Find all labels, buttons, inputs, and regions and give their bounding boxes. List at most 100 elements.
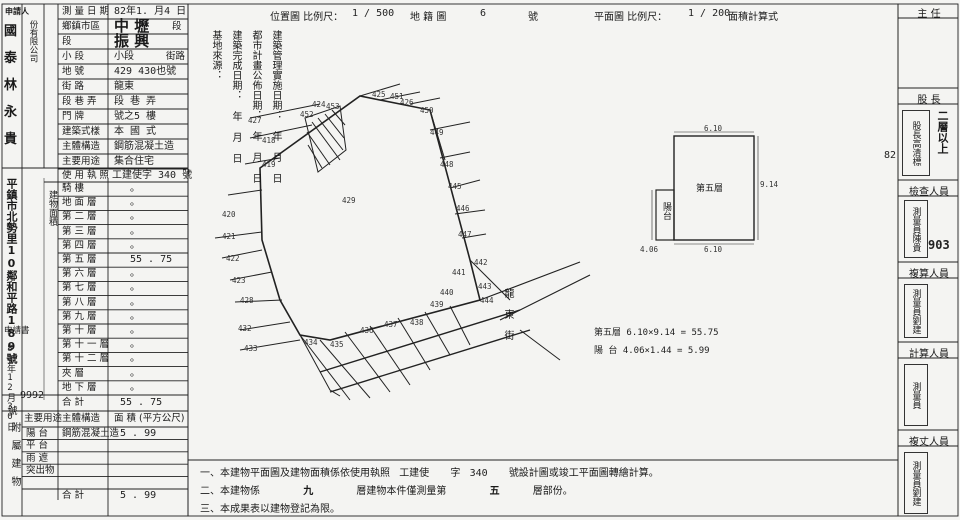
calc-line-balcony: 陽 台 4.06×1.44 = 5.99 [594, 346, 710, 356]
floor-area: 。 [130, 225, 140, 237]
neighbor-lot-label: 438 [410, 318, 424, 327]
neighbor-lot-label: 439 [430, 300, 444, 309]
neighbor-lot-label: 426 [400, 98, 414, 107]
neighbor-lot-label: 420 [222, 210, 236, 219]
floor-area: 。 [130, 325, 140, 336]
neighbor-lot-label: 437 [384, 320, 398, 329]
survey-date-label: 測 量 日 期 [62, 6, 110, 17]
neighbor-lot-label: 423 [232, 276, 246, 285]
neighbor-lot-label: 445 [448, 182, 462, 191]
application-label: 申請書 [4, 326, 30, 336]
annex-use: 突出物 [26, 465, 55, 477]
owner-name-char: 泰 [4, 51, 18, 66]
plan-dim-right: 9.14 [760, 180, 779, 189]
floor-area: 。 [130, 239, 140, 251]
neighbor-lot-label: 449 [430, 128, 444, 137]
street-suffix: 街路 [166, 51, 186, 62]
company-text: 份有限公司 [28, 20, 38, 63]
floor-name: 地 面 層 [62, 197, 97, 209]
floor-area: 55 . 75 [130, 254, 173, 265]
neighbor-lot-label: 434 [304, 338, 318, 347]
neighbor-lot-label: 424 [312, 100, 326, 109]
neighbor-lot-label: 444 [480, 296, 494, 305]
annex-total-value: 5 . 99 [120, 490, 157, 501]
district-value: 中 壢 [114, 17, 150, 35]
neighbor-lot-label: 421 [222, 232, 236, 241]
note-line-2: 二、本建物係 九 層建物本件僅測量第 五 層部份。 [200, 486, 573, 497]
floor-name: 第 十 二 層 [62, 353, 110, 365]
floor-area: 。 [130, 282, 140, 294]
code-903: 903 [928, 238, 950, 252]
calculator-label: 計算人員 [909, 349, 949, 360]
annex-use: 雨 遮 [26, 452, 49, 464]
owner-name-char: 國 [4, 24, 18, 39]
surveyor-stamp: 測量員劉建 [904, 452, 928, 514]
neighbor-lot-label: 428 [240, 296, 254, 305]
survey-date-value: 82年1. 月4 日 [114, 6, 187, 17]
map-sheet-number: 6 [480, 8, 487, 19]
neighbor-lot-label: 446 [456, 204, 470, 213]
neighbor-lot-label: 435 [330, 340, 344, 349]
area-calc-label: 面積計算式 [728, 12, 778, 23]
floor-name: 第 三 層 [62, 225, 97, 237]
code-82: 82 [884, 150, 897, 161]
section-chief-label: 股 長 [917, 95, 941, 106]
owner-address: 平鎮市北勢里10鄰和平路189號 [5, 178, 18, 364]
annex-area: 5 . 99 [120, 428, 157, 439]
door-number-label: 門 牌 [62, 111, 85, 122]
building-style-label: 建築式樣 [62, 126, 101, 137]
main-lot-label: 429 [342, 196, 356, 205]
floor-area: 。 [130, 339, 140, 351]
application-number: 9992 [20, 390, 45, 401]
floor-area: 。 [130, 353, 140, 365]
neighbor-lot-label: 440 [440, 288, 454, 297]
owner-name: 國泰林永貴 [4, 20, 20, 155]
floor-name: 地 下 層 [62, 381, 97, 393]
plan-scale-value: 1 / 200 [688, 8, 731, 19]
floor-name: 第 八 層 [62, 296, 97, 308]
annex-side-label: 附屬建物 [9, 422, 20, 494]
street-label: 街 路 [62, 81, 85, 92]
location-scale-label: 位置圖 比例尺： [270, 12, 344, 23]
owner-name-char: 永 [4, 105, 18, 120]
section-chief-stamp: 股長高清標 [902, 110, 930, 176]
door-number-value: 號之5 樓 [114, 111, 157, 122]
location-scale-value: 1 / 500 [352, 8, 395, 19]
plan-dim-bottom: 6.10 [704, 245, 723, 254]
district-label: 鄉鎮市區 [62, 21, 101, 32]
handwritten-note: 二層以上 [936, 110, 949, 154]
plan-dim-top: 6.10 [704, 124, 723, 133]
calc-line-floor: 第五層 6.10×9.14 = 55.75 [594, 328, 719, 338]
plan-balcony-label: 陽台 [661, 202, 671, 220]
floor-area: 。 [130, 268, 140, 280]
permit-label: 使 用 執 照 [62, 170, 110, 181]
neighbor-lot-label: 427 [248, 116, 262, 125]
calculator-stamp: 測量員 [904, 364, 928, 426]
plan-date-item: 都市計畫公佈日期： 年 月 日 [250, 30, 261, 183]
neighbor-lot-label: 436 [360, 326, 374, 335]
floor-name: 第 四 層 [62, 239, 97, 251]
owner-name-char: 林 [4, 78, 18, 93]
neighbor-lot-label: 448 [440, 160, 454, 169]
floor-area: 。 [130, 197, 140, 209]
annex-struct-header: 主體構造 [62, 413, 101, 424]
floor-name: 夾 層 [62, 367, 85, 379]
note-line-3: 三、本成果表以建物登記為限。 [200, 504, 340, 515]
applicant-label: 申請人 [5, 7, 29, 16]
lot-number-value: 429 430也號 [114, 66, 177, 77]
neighbor-lot-label: 451 [390, 92, 404, 101]
owner-name-char: 貴 [4, 132, 18, 147]
neighbor-lot-label: 433 [244, 344, 258, 353]
floor-name: 第 七 層 [62, 282, 97, 294]
annex-total-label: 合 計 [62, 490, 85, 501]
application-suffix: 號 [8, 406, 18, 417]
map-sheet-label: 地 籍 圖 [410, 12, 447, 23]
plan-dim-balcony: 4.06 [640, 245, 659, 254]
lane-value: 段 巷 弄 [114, 96, 157, 107]
mgmt-date-item: 建築管理實施日期： 年 月 日 [270, 30, 281, 183]
floor-name: 第 十 一 層 [62, 339, 110, 351]
floor-plan [651, 131, 759, 245]
plan-scale-label: 平面圖 比例尺： [594, 12, 668, 23]
